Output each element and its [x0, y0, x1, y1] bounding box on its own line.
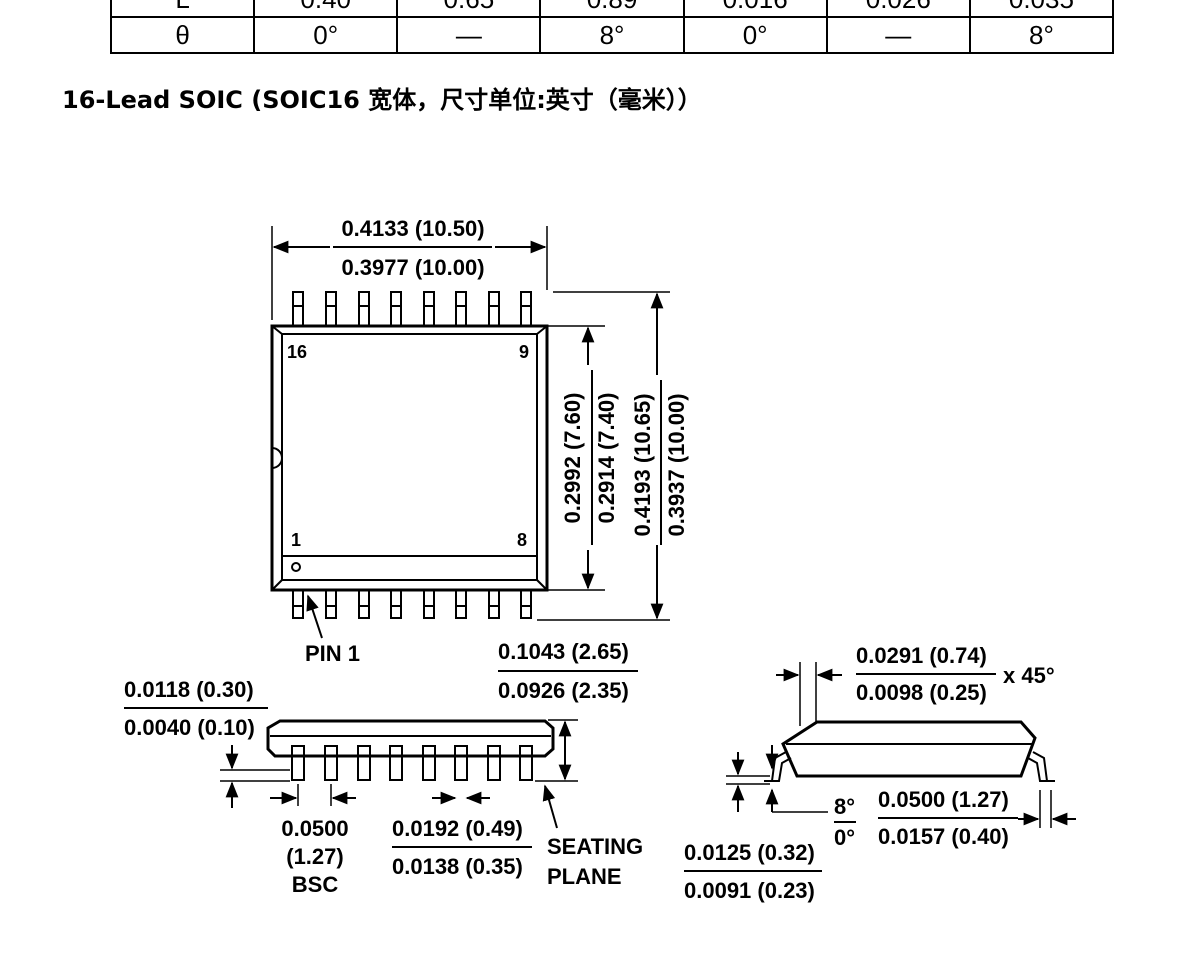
lead-length-min-label: 0.0157 (0.40)	[878, 824, 1009, 849]
package-body-end	[781, 720, 1037, 778]
side-view: 0.1043 (2.65) 0.0926 (2.35) 0.0118 (0.30…	[124, 639, 643, 897]
width-min-label: 0.3977 (10.00)	[341, 255, 484, 280]
table-cell: 0.026	[825, 0, 971, 18]
chamfer-max-label: 0.0291 (0.74)	[856, 643, 987, 668]
table-row: L 0.40 0.65 0.89 0.016 0.026 0.035	[109, 0, 1115, 18]
pin1-dot	[291, 562, 301, 572]
notch	[271, 447, 283, 469]
end-view: 0.0291 (0.74) 0.0098 (0.25) x 45° 0.0125…	[684, 643, 1076, 903]
top-view: 0.4133 (10.50) 0.3977 (10.00)	[270, 216, 689, 666]
table-cell: 0.89	[539, 0, 685, 18]
table-cell: L	[109, 0, 256, 18]
right-lead	[1032, 751, 1055, 782]
width-max-label: 0.4133 (10.50)	[341, 216, 484, 241]
angle-min-label: 0°	[834, 825, 855, 850]
total-width-max-label: 0.4193 (10.65)	[630, 393, 655, 536]
pin1-number: 1	[291, 530, 301, 550]
pin9-label: 9	[519, 342, 529, 362]
chamfer-min-label: 0.0098 (0.25)	[856, 680, 987, 705]
table-cell: θ	[109, 16, 256, 54]
pin16-label: 16	[287, 342, 307, 362]
height-min-label: 0.0926 (2.35)	[498, 678, 629, 703]
dimension-table: L 0.40 0.65 0.89 0.016 0.026 0.035 θ 0° …	[109, 0, 1115, 54]
seating-label-2: PLANE	[547, 864, 622, 889]
table-cell: 0.016	[682, 0, 828, 18]
lead-width-max-label: 0.0192 (0.49)	[392, 816, 523, 841]
chamfer-angle-label: x 45°	[1003, 663, 1055, 688]
table-cell: 0.65	[396, 0, 542, 18]
table-cell: 8°	[968, 16, 1115, 54]
thickness-max-label: 0.0125 (0.32)	[684, 840, 815, 865]
body-width-min-label: 0.2914 (7.40)	[594, 393, 619, 524]
table-cell: 0°	[253, 16, 399, 54]
pin1-callout: PIN 1	[305, 641, 360, 666]
table-cell: —	[825, 16, 971, 54]
pin8-label: 8	[517, 530, 527, 550]
table-cell: 8°	[539, 16, 685, 54]
pitch-value: 0.0500	[281, 816, 348, 841]
lead-width-min-label: 0.0138 (0.35)	[392, 854, 523, 879]
standoff-min-label: 0.0040 (0.10)	[124, 715, 255, 740]
seating-label-1: SEATING	[547, 834, 643, 859]
table-cell: —	[396, 16, 542, 54]
body-width-max-label: 0.2992 (7.60)	[560, 393, 585, 524]
pitch-bsc: BSC	[292, 872, 339, 897]
package-body-side	[266, 719, 555, 758]
lead-length-max-label: 0.0500 (1.27)	[878, 787, 1009, 812]
thickness-min-label: 0.0091 (0.23)	[684, 878, 815, 903]
height-max-label: 0.1043 (2.65)	[498, 639, 629, 664]
standoff-max-label: 0.0118 (0.30)	[124, 677, 254, 702]
bottom-leads	[292, 589, 532, 619]
angle-max-label: 8°	[834, 794, 855, 819]
side-leads	[291, 745, 533, 781]
package-caption: 16-Lead SOIC (SOIC16 宽体，尺寸单位:英寸（毫米））	[62, 86, 702, 114]
total-width-min-label: 0.3937 (10.00)	[664, 393, 689, 536]
table-cell: 0.40	[253, 0, 399, 18]
table-cell: 0.035	[968, 0, 1115, 18]
package-body-top	[270, 324, 549, 592]
pitch-mm: (1.27)	[286, 844, 343, 869]
table-row: θ 0° — 8° 0° — 8°	[109, 16, 1115, 54]
table-cell: 0°	[682, 16, 828, 54]
top-leads	[292, 291, 532, 327]
